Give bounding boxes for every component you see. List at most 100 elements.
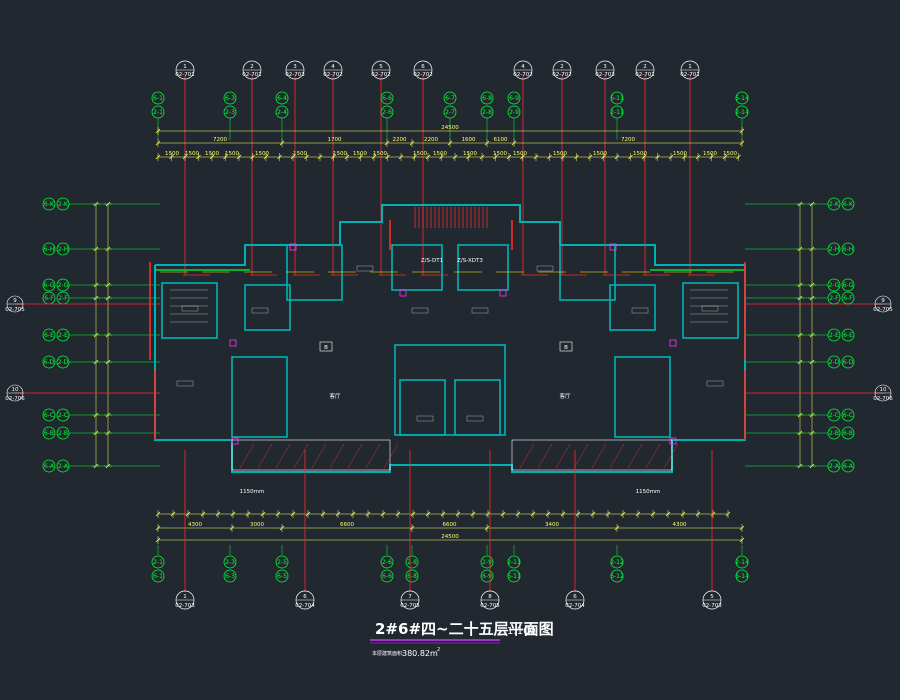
axis-label: 6-G bbox=[44, 282, 55, 289]
dimension-text: 1500 bbox=[723, 151, 737, 157]
dimension-slash bbox=[520, 154, 525, 160]
dimension-slash bbox=[385, 154, 390, 160]
axis-label: 6-B bbox=[843, 430, 853, 437]
axis-circle bbox=[42, 355, 56, 369]
dimension-slash bbox=[601, 154, 606, 160]
axis-circle bbox=[42, 408, 56, 422]
axis-circle bbox=[610, 91, 624, 105]
axis-label: 6-6 bbox=[382, 95, 392, 102]
annotation-tag bbox=[411, 307, 429, 314]
detail-number: 5 bbox=[710, 594, 714, 600]
top-detail-callout: 602-702 bbox=[413, 60, 448, 276]
axis-circle bbox=[507, 555, 521, 569]
axis-circle bbox=[151, 569, 165, 583]
axis-label: 2-F bbox=[58, 295, 68, 302]
dimension-text: 1500 bbox=[513, 151, 527, 157]
axis-label: 2-6 bbox=[382, 559, 392, 566]
balcony-hatch bbox=[519, 443, 535, 469]
axis-circle bbox=[827, 278, 841, 292]
dimension-slash bbox=[620, 511, 626, 517]
detail-reference: 02-702 bbox=[371, 72, 390, 78]
axis-bubble-pair: 6-92-9 bbox=[507, 91, 521, 140]
area-label: 本层建筑面积: bbox=[372, 650, 404, 657]
balcony-hatch bbox=[663, 443, 679, 469]
top-axis-bubbles: 6-12-16-32-36-42-46-62-66-72-76-82-86-92… bbox=[151, 91, 749, 140]
axis-circle bbox=[827, 459, 841, 473]
detail-reference: 02-702 bbox=[552, 72, 571, 78]
unit-label-box bbox=[559, 341, 573, 352]
axis-label: 2-9 bbox=[482, 559, 492, 566]
dimension-slash bbox=[439, 154, 444, 160]
bottom-detail-callouts: 102-703602-704702-705802-705602-704502-7… bbox=[175, 450, 722, 610]
axis-circle bbox=[827, 291, 841, 305]
side-axis-pair: 2-B 6-B bbox=[745, 426, 855, 440]
annotation-tag bbox=[356, 265, 374, 272]
detail-number: 10 bbox=[12, 387, 19, 393]
axis-label: 2-A bbox=[58, 463, 69, 470]
room-label-right: 客厅 bbox=[559, 392, 571, 400]
dimension-slash bbox=[452, 154, 458, 160]
axis-label: 2-H bbox=[58, 246, 69, 253]
dimension-text: 1500 bbox=[255, 151, 269, 157]
axis-label: 2-1 bbox=[153, 559, 163, 566]
axis-circle bbox=[735, 91, 749, 105]
axis-circle bbox=[507, 569, 521, 583]
dimension-slash bbox=[170, 511, 176, 517]
dimension-slash bbox=[725, 511, 731, 517]
door-marker bbox=[229, 339, 237, 347]
axis-circle bbox=[275, 555, 289, 569]
balcony-hatch bbox=[275, 443, 291, 469]
axis-circle bbox=[151, 555, 165, 569]
dimension-slash bbox=[739, 537, 745, 543]
wall bbox=[286, 244, 343, 301]
drawing-scale: 1:100 bbox=[507, 626, 536, 637]
dimension-slash bbox=[304, 154, 309, 160]
dimension-slash bbox=[500, 511, 506, 517]
axis-circle bbox=[827, 408, 841, 422]
dimension-text: 6600 bbox=[443, 522, 457, 528]
dimension-text: 2200 bbox=[424, 137, 438, 143]
dimension-text: 4300 bbox=[188, 522, 202, 528]
detail-reference: 02-701 bbox=[175, 72, 194, 78]
axis-label: 2-K bbox=[58, 201, 69, 208]
dimension-text: 7200 bbox=[621, 137, 635, 143]
axis-bubble-pair: 2-36-3 bbox=[223, 545, 237, 583]
dimension-slash bbox=[371, 154, 377, 160]
dimension-slash bbox=[485, 511, 491, 517]
dimension-slash bbox=[695, 511, 701, 517]
axis-circle bbox=[223, 555, 237, 569]
dimension-text: 1500 bbox=[493, 151, 507, 157]
detail-number: 1 bbox=[183, 594, 187, 600]
axis-label: 2-B bbox=[829, 430, 839, 437]
axis-label: 2-G bbox=[58, 282, 69, 289]
dimension-text: 1500 bbox=[333, 151, 347, 157]
axis-label: 2-3 bbox=[225, 109, 235, 116]
dimension-slash bbox=[709, 154, 714, 160]
stair-label-a: Z/S-DT1 bbox=[421, 258, 443, 264]
top-detail-callout: 102-701 bbox=[680, 60, 715, 276]
axis-label: 6-A bbox=[843, 463, 854, 470]
detail-reference: 02-705 bbox=[873, 307, 893, 313]
balcony-hatch bbox=[627, 443, 643, 469]
axis-label: 2-E bbox=[829, 332, 839, 339]
dimension-text: 1500 bbox=[633, 151, 647, 157]
axis-circle bbox=[480, 555, 494, 569]
detail-reference: 02-705 bbox=[5, 307, 25, 313]
axis-circle bbox=[56, 426, 70, 440]
axis-bubble-pair: 2-56-5 bbox=[275, 545, 289, 583]
bottom-detail-callout: 102-703 bbox=[175, 450, 195, 610]
dimension-slash bbox=[209, 154, 215, 160]
bottom-detail-callout: 602-704 bbox=[295, 450, 315, 610]
axis-circle bbox=[56, 355, 70, 369]
axis-circle bbox=[735, 105, 749, 119]
annotation-tag bbox=[176, 380, 194, 387]
dimension-slash bbox=[412, 154, 417, 160]
axis-circle bbox=[380, 91, 394, 105]
detail-number: 10 bbox=[880, 387, 887, 393]
dimension-slash bbox=[668, 154, 674, 160]
